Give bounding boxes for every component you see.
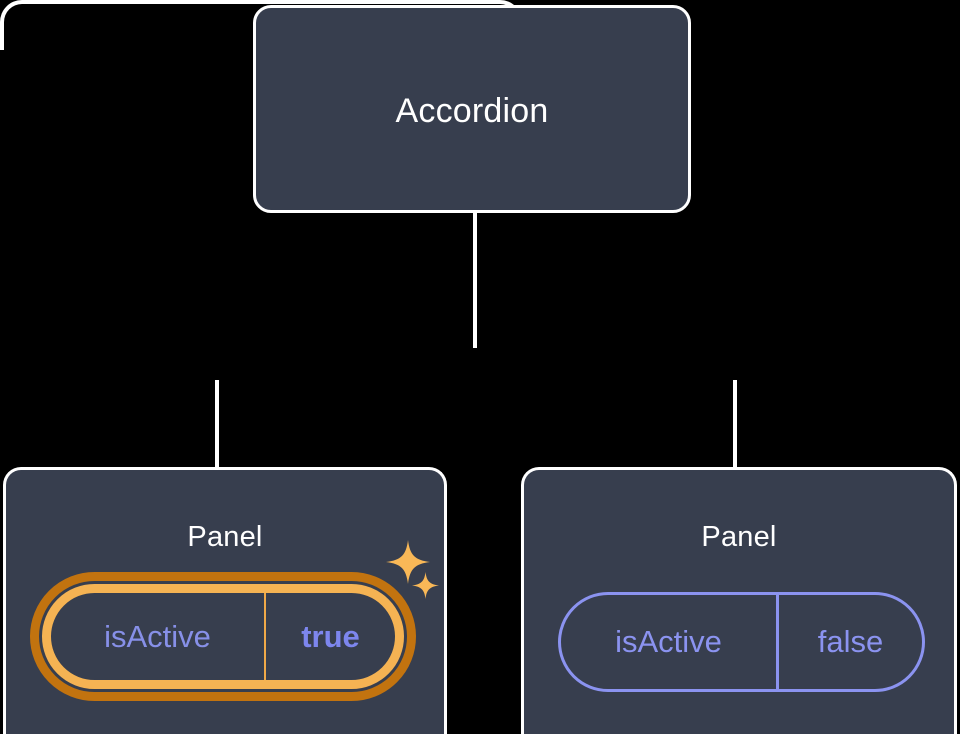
prop-pill-inactive[interactable]: isActive false: [558, 592, 925, 692]
prop-key-isactive-right: isActive: [561, 595, 779, 689]
node-panel-active-title: Panel: [187, 521, 263, 553]
prop-value-false: false: [817, 624, 884, 659]
node-accordion-title: Accordion: [395, 92, 549, 130]
prop-key-isactive-left: isActive: [51, 593, 266, 680]
connector-left-stem: [215, 380, 219, 470]
connector-root-stem: [473, 210, 477, 348]
prop-value-true: true: [301, 618, 360, 654]
prop-pill-active-outer-ring: [30, 572, 416, 701]
node-panel-inactive-title: Panel: [701, 521, 777, 553]
connector-right-stem: [733, 380, 737, 470]
node-accordion[interactable]: Accordion: [253, 5, 691, 213]
prop-pill-active[interactable]: isActive true: [42, 584, 404, 689]
